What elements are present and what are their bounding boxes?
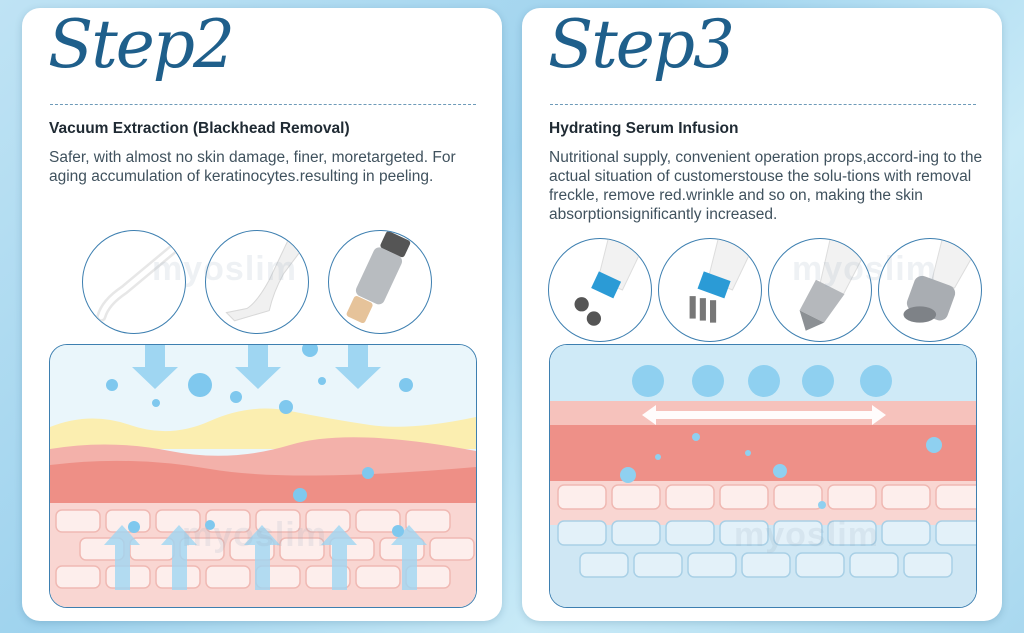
roller-probe-icon bbox=[878, 238, 982, 342]
curved-nozzle-probe-icon bbox=[82, 230, 186, 334]
step2-heading: Vacuum Extraction (Blackhead Removal) bbox=[49, 120, 350, 137]
step3-title: Step3 bbox=[548, 8, 735, 83]
multi-pin-probe-icon bbox=[658, 238, 762, 342]
step3-card: Step3 Hydrating Serum Infusion Nutrition… bbox=[522, 8, 1002, 621]
step3-description: Nutritional supply, convenient operation… bbox=[549, 149, 983, 223]
step3-heading: Hydrating Serum Infusion bbox=[549, 120, 739, 137]
step2-title: Step2 bbox=[48, 8, 235, 83]
step2-description: Safer, with almost no skin damage, finer… bbox=[49, 149, 456, 185]
divider bbox=[550, 104, 976, 105]
step2-card: Step2 Vacuum Extraction (Blackhead Remov… bbox=[22, 8, 502, 621]
vacuum-skin-illustration bbox=[49, 344, 477, 608]
divider bbox=[50, 104, 476, 105]
cone-probe-icon bbox=[768, 238, 872, 342]
wide-funnel-probe-icon bbox=[205, 230, 309, 334]
dual-ball-probe-icon bbox=[548, 238, 652, 342]
metal-vacuum-probe-icon bbox=[328, 230, 432, 334]
serum-skin-illustration bbox=[549, 344, 977, 608]
